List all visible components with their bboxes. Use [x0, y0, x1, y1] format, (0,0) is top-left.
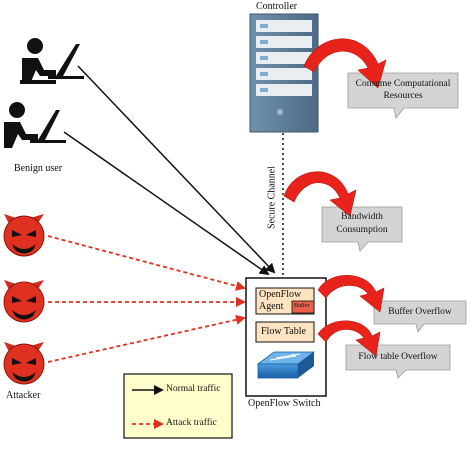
attack-traffic-arrow — [47, 314, 246, 363]
impact-bandwidth-line2: Consumption — [336, 225, 388, 235]
openflow-agent-label-line1: OpenFlow — [259, 289, 302, 300]
controller-label: Controller — [256, 1, 298, 12]
flow-table-label: Flow Table — [261, 326, 306, 337]
impact-computational-line1: Consume Computational — [355, 79, 451, 89]
impact-buffer-overflow: Buffer Overflow — [388, 307, 452, 317]
buffer-label: Buffer — [294, 303, 310, 309]
buffer-box — [291, 300, 315, 314]
flow-table-box — [255, 321, 315, 343]
impact-curved-arrow — [283, 171, 357, 217]
attacker-devil-icon — [3, 342, 45, 385]
impact-computational-line2: Resources — [383, 91, 423, 101]
network-switch-icon — [256, 351, 316, 379]
normal-traffic-arrow — [63, 131, 270, 276]
impact-curved-arrow — [303, 38, 387, 89]
impact-flowtable-overflow: Flow table Overflow — [358, 352, 438, 362]
controller-server-icon — [249, 13, 319, 133]
impact-bubble-flowtable — [345, 344, 451, 379]
attacker-devil-icon — [3, 280, 45, 323]
benign-user-icon — [20, 38, 84, 84]
openflow-agent-label-line2: Agent — [259, 301, 284, 312]
benign-user-label: Benign user — [14, 163, 63, 174]
benign-user-icon — [4, 102, 66, 148]
legend-attack-label: Attack traffic — [166, 418, 217, 428]
impact-bandwidth-line1: Bandwidth — [341, 212, 383, 222]
normal-traffic-arrow — [77, 65, 276, 274]
impact-curved-arrow — [317, 274, 385, 313]
attacker-devil-icon — [3, 214, 45, 257]
impact-bubble-bandwidth — [321, 206, 403, 252]
attack-traffic-arrow — [47, 235, 246, 291]
secure-channel-label: Secure Channel — [266, 165, 278, 230]
legend-box — [123, 373, 233, 439]
impact-bubble-buffer — [373, 300, 467, 333]
legend-normal-label: Normal traffic — [166, 384, 221, 394]
attacker-label: Attacker — [6, 390, 41, 401]
openflow-switch-label: OpenFlow Switch — [248, 398, 321, 409]
